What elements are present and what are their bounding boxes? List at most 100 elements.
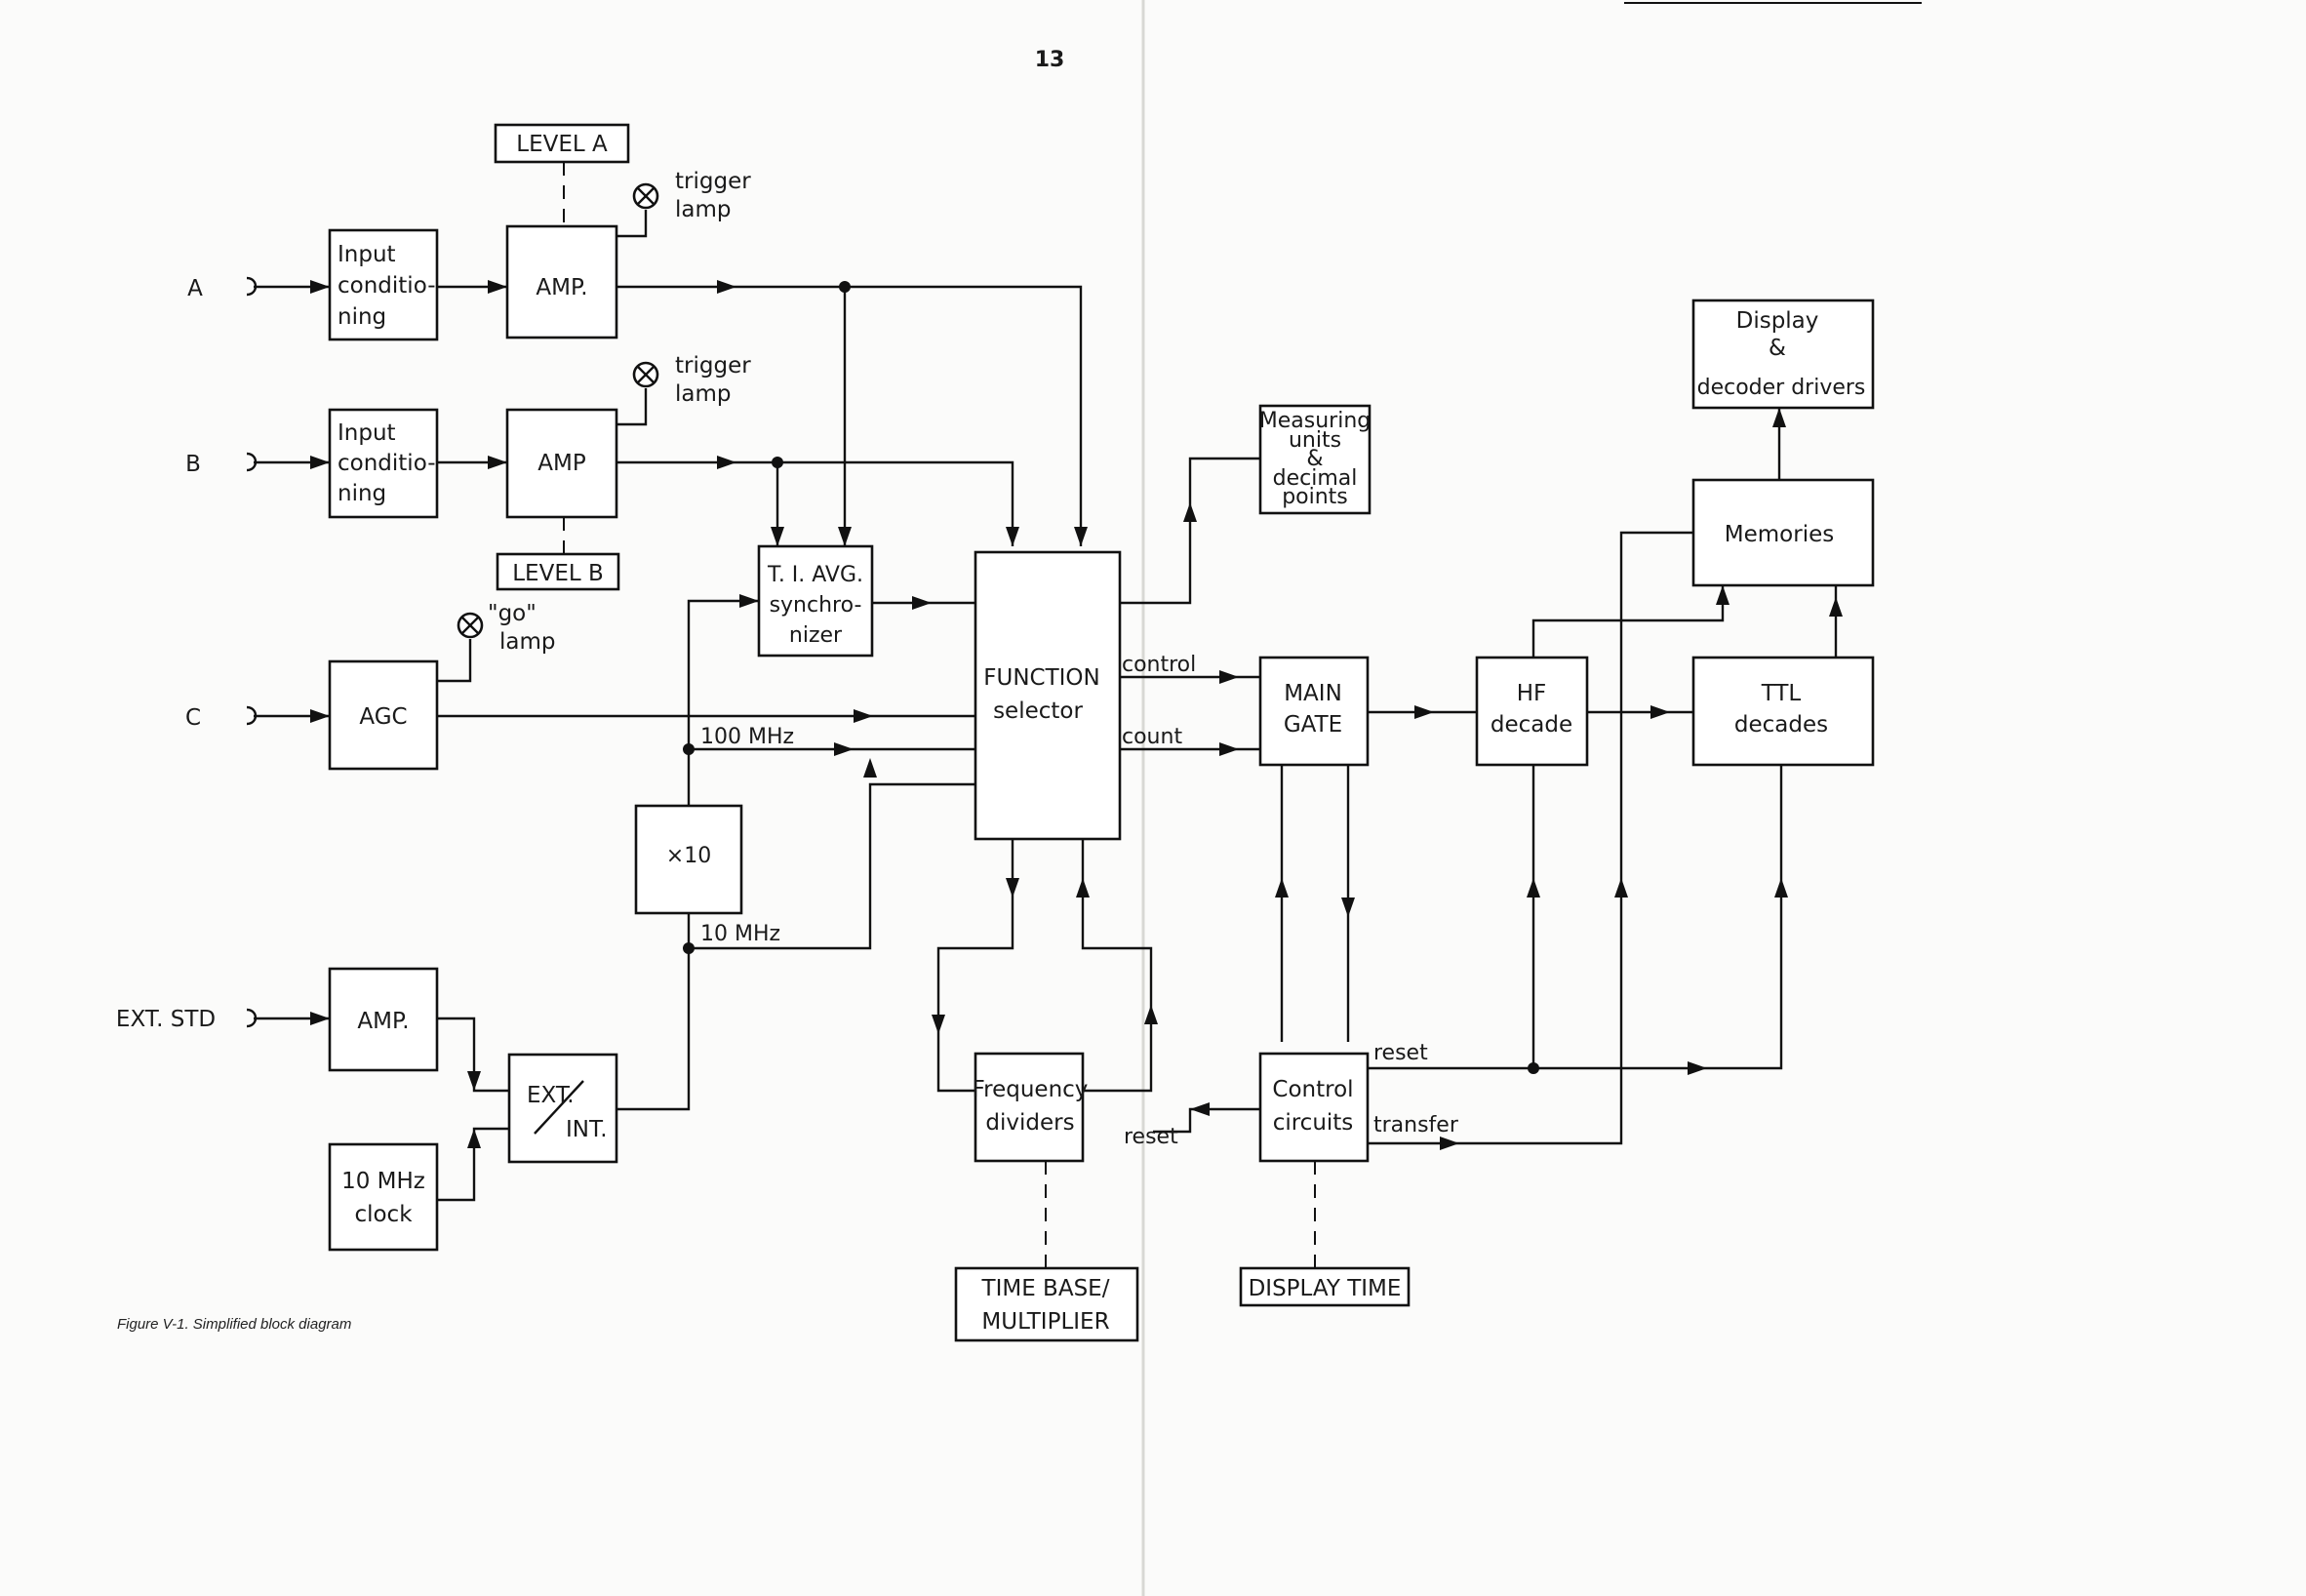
amp-ext-std-block — [328, 967, 439, 1072]
measuring-line1: Measuring — [1259, 409, 1371, 433]
signal-transfer-label: transfer — [1373, 1113, 1459, 1137]
input-cond-b-line3: ning — [338, 481, 386, 506]
signal-control-label: control — [1122, 653, 1196, 677]
wire-reset-to-ttl — [1368, 765, 1783, 1070]
input-b-label: B — [185, 452, 201, 477]
go-lamp-line1: "go" — [488, 601, 537, 626]
input-cond-b-line1: Input — [338, 420, 396, 446]
arrow — [717, 456, 736, 469]
arrow — [1074, 527, 1088, 546]
ext-std-label: EXT. STD — [116, 1007, 216, 1032]
display-decoder-block — [1691, 299, 1875, 410]
measuring-line4: decimal — [1273, 466, 1358, 491]
arrow — [1650, 705, 1670, 719]
arrow — [310, 709, 330, 723]
main-gate-block — [1258, 656, 1370, 767]
clock-line2: clock — [354, 1202, 413, 1227]
arrow — [1219, 670, 1239, 684]
control-line2: circuits — [1273, 1110, 1354, 1136]
arrow — [488, 456, 507, 469]
arrow — [1275, 878, 1289, 898]
ext-int-line2: INT. — [566, 1117, 608, 1142]
arrow — [310, 280, 330, 294]
arrow — [1774, 878, 1788, 898]
signal-reset-fd-label: reset — [1124, 1125, 1178, 1149]
amp-ext-label: AMP. — [357, 1009, 409, 1034]
main-gate-line2: GATE — [1284, 712, 1342, 738]
hf-decade-block — [1475, 656, 1589, 767]
signal-arrows — [310, 280, 1843, 1150]
arrow — [854, 709, 873, 723]
ttl-decades-line1: TTL — [1761, 681, 1802, 706]
amp-a-label: AMP. — [536, 275, 587, 300]
function-selector-block — [974, 550, 1122, 841]
display-time-control — [1239, 1266, 1411, 1307]
arrow — [1219, 742, 1239, 756]
junction-dot — [683, 942, 695, 954]
input-conditioning-a-block — [328, 228, 439, 341]
junction-dot — [772, 457, 783, 468]
level-a-label: LEVEL A — [516, 132, 608, 157]
signal-wires — [246, 162, 1838, 1268]
junction-dot — [1528, 1062, 1539, 1074]
control-circuits-block — [1258, 1052, 1370, 1163]
arrow — [717, 280, 736, 294]
memories-block — [1691, 478, 1875, 587]
labels: A B C EXT. STD LEVEL A LEVEL B trigger l… — [116, 132, 1865, 1335]
hf-decade-line1: HF — [1517, 681, 1547, 706]
wire-transfer-to-memories — [1368, 531, 1693, 1145]
input-c-label: C — [185, 705, 201, 731]
arrow — [739, 594, 759, 608]
arrow — [1772, 408, 1786, 427]
arrow — [1527, 878, 1540, 898]
junction-dot — [839, 281, 851, 293]
main-gate-line1: MAIN — [1284, 681, 1342, 706]
clock-block — [328, 1142, 439, 1252]
control-line1: Control — [1272, 1077, 1353, 1102]
arrow — [1829, 597, 1843, 617]
arrow — [1190, 1102, 1210, 1116]
arrow — [1076, 878, 1090, 898]
wire-trigger-lamp-b — [616, 388, 648, 426]
blocks — [328, 123, 1875, 1342]
display-time-label: DISPLAY TIME — [1249, 1276, 1402, 1301]
arrow — [863, 758, 877, 778]
display-line1: Display — [1736, 308, 1819, 334]
wire-freq-div-to-function — [1081, 839, 1153, 1093]
arrow — [1440, 1137, 1459, 1150]
arrow — [1341, 898, 1355, 917]
level-b-control — [496, 552, 620, 591]
input-cond-a-line2: conditio- — [338, 273, 436, 299]
wire-trigger-lamp-a — [616, 210, 648, 238]
page-number: 13 — [1035, 48, 1065, 72]
signal-count-label: count — [1122, 725, 1182, 749]
figure-caption: Figure V-1. Simplified block diagram — [117, 1316, 351, 1333]
input-a-label: A — [187, 276, 203, 301]
measuring-units-block — [1258, 404, 1372, 515]
measuring-line3: & — [1306, 447, 1323, 471]
ext-int-slash — [534, 1080, 584, 1135]
arrow — [467, 1129, 481, 1148]
arrow — [838, 527, 852, 546]
wire-reset-to-freq-div — [1153, 1107, 1260, 1134]
time-base-line1: TIME BASE/ — [981, 1276, 1110, 1301]
arrow — [1688, 1061, 1707, 1075]
trigger-lamp-b-line2: lamp — [675, 381, 732, 407]
ti-avg-synchronizer-block — [757, 544, 874, 658]
display-line3: decoder drivers — [1697, 376, 1866, 400]
trigger-lamp-a-line2: lamp — [675, 197, 732, 222]
arrow — [310, 1012, 330, 1025]
arrow — [1006, 878, 1019, 898]
input-cond-b-line2: conditio- — [338, 451, 436, 476]
function-line2: selector — [993, 698, 1083, 724]
freq-div-line1: Frequency — [973, 1077, 1089, 1102]
input-cond-a-line1: Input — [338, 242, 396, 267]
input-cond-a-line3: ning — [338, 304, 386, 330]
clock-line1: 10 MHz — [341, 1169, 425, 1194]
junction-dots — [683, 281, 1539, 1074]
ti-avg-line3: nizer — [789, 623, 843, 648]
wire-amp-b-to-function — [616, 460, 1014, 546]
junction-dot — [683, 743, 695, 755]
wire-hf-to-memories — [1531, 585, 1725, 658]
